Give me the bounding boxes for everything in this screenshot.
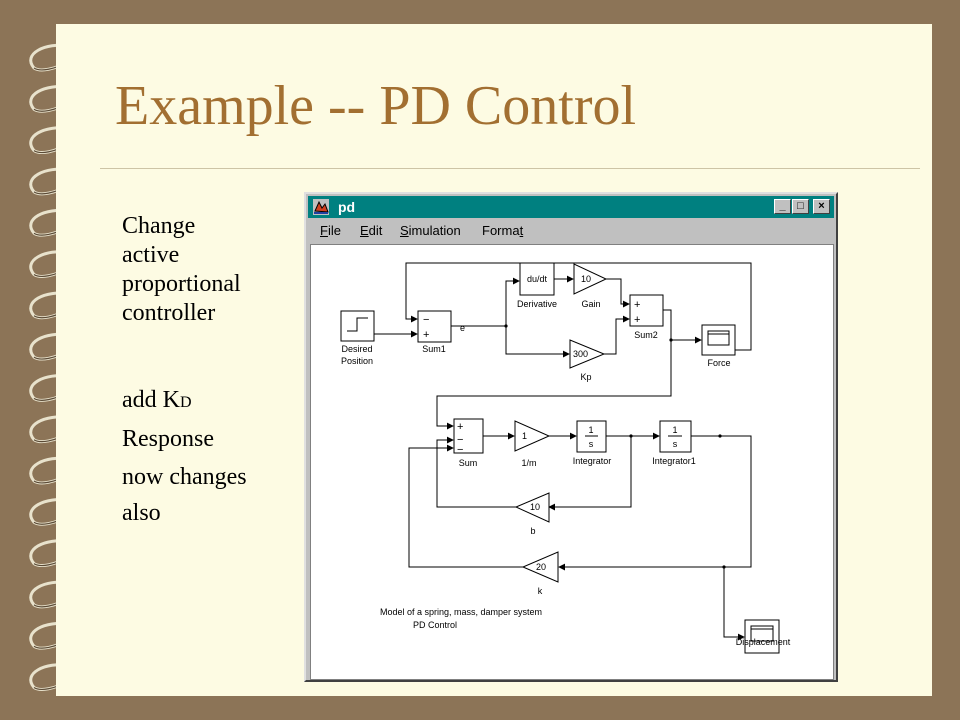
bullet-1-line-1: Change bbox=[122, 213, 196, 239]
kp-label: Kp bbox=[580, 372, 591, 382]
block-displacement-scope[interactable]: Displacement bbox=[736, 619, 791, 654]
bullet-1-line-2: active bbox=[122, 242, 180, 268]
wire-e-to-derivative bbox=[451, 277, 520, 327]
sum2-label: Sum2 bbox=[634, 330, 658, 340]
menu-file-mnemonic: F bbox=[320, 223, 328, 238]
maximize-button[interactable]: □ bbox=[792, 199, 809, 214]
wire-junction-velocity bbox=[629, 434, 633, 438]
bullet-2: add KD bbox=[122, 386, 192, 417]
signal-e-label: e bbox=[460, 323, 465, 333]
wire-feedback-to-sum1 bbox=[405, 262, 752, 351]
bullet-2-text: add K bbox=[122, 387, 180, 413]
window-titlebar[interactable]: pd _ □ × bbox=[308, 196, 834, 218]
desired-label-1: Desired bbox=[341, 344, 372, 354]
menu-simulation-mnemonic: S bbox=[400, 223, 409, 238]
block-sum2[interactable]: + + Sum2 bbox=[629, 294, 664, 340]
desired-label-2: Position bbox=[341, 356, 373, 366]
block-force-scope[interactable]: Force bbox=[701, 324, 736, 368]
wire-junction-e bbox=[504, 324, 508, 328]
slide-title: Example -- PD Control bbox=[115, 75, 637, 137]
derivative-label: Derivative bbox=[517, 299, 557, 309]
minimize-button[interactable]: _ bbox=[774, 199, 791, 214]
block-integrator[interactable]: 1 s Integrator bbox=[573, 420, 612, 466]
wire-b-to-sum bbox=[436, 436, 516, 508]
sum1-sign-minus: − bbox=[423, 314, 429, 326]
block-sum1[interactable]: − + Sum1 e bbox=[417, 310, 465, 354]
sum1-sign-plus: + bbox=[423, 329, 429, 341]
menu-file[interactable]: File bbox=[320, 223, 341, 239]
menu-edit-mnemonic: E bbox=[360, 223, 369, 238]
damping-b-value: 10 bbox=[530, 502, 540, 512]
window-title: pd bbox=[338, 199, 356, 215]
wire-to-displacement bbox=[723, 567, 745, 641]
derivative-text: du/dt bbox=[527, 274, 548, 284]
block-kp[interactable]: 300 Kp bbox=[569, 339, 606, 382]
wire-sum2-to-force bbox=[663, 309, 702, 344]
block-spring-k[interactable]: 20 k bbox=[521, 551, 559, 596]
wire-kp-to-sum2 bbox=[604, 315, 630, 355]
inverse-mass-label: 1/m bbox=[521, 458, 536, 468]
block-damping-b[interactable]: 10 b bbox=[514, 492, 550, 536]
sum-sign-1: + bbox=[457, 421, 463, 433]
menu-simulation[interactable]: Simulation bbox=[400, 223, 461, 239]
bullet-2-subscript: D bbox=[179, 394, 192, 411]
bullet-3-line-2: now changes bbox=[122, 464, 247, 490]
spring-k-label: k bbox=[538, 586, 543, 596]
kp-value: 300 bbox=[573, 349, 588, 359]
integrator-den: s bbox=[589, 439, 594, 449]
wire-sum2-to-sum bbox=[436, 340, 672, 430]
bullet-3-line-1: Response bbox=[122, 426, 214, 452]
sum2-sign-2: + bbox=[634, 314, 640, 326]
block-derivative[interactable]: du/dt Derivative bbox=[517, 262, 557, 309]
bullet-1-line-3: proportional bbox=[122, 271, 241, 297]
simulink-app-icon[interactable] bbox=[313, 199, 329, 215]
integrator-label: Integrator bbox=[573, 456, 612, 466]
menu-simulation-rest: imulation bbox=[408, 223, 461, 238]
menu-format[interactable]: Format bbox=[482, 223, 523, 239]
model-annotation-line-2: PD Control bbox=[413, 620, 457, 630]
damping-b-label: b bbox=[530, 526, 535, 536]
block-desired-position[interactable]: Desired Position bbox=[340, 310, 375, 366]
menu-bar: File Edit Simulation Format bbox=[308, 221, 834, 241]
wire-k-to-sum bbox=[408, 444, 523, 568]
integrator-num: 1 bbox=[588, 425, 593, 435]
sum-label: Sum bbox=[459, 458, 478, 468]
wire-junction-position bbox=[718, 434, 722, 438]
gain-value: 10 bbox=[581, 274, 591, 284]
wire-junction-displacement bbox=[722, 565, 726, 569]
force-label: Force bbox=[707, 358, 730, 368]
block-integrator1[interactable]: 1 s Integrator1 bbox=[652, 420, 696, 466]
block-diagram: .w { fill:none; stroke:#000; stroke-widt… bbox=[340, 262, 791, 654]
menu-format-pre: Forma bbox=[482, 223, 520, 238]
sum2-sign-1: + bbox=[634, 299, 640, 311]
integrator1-num: 1 bbox=[672, 425, 677, 435]
simulink-window: pd _ □ × File Edit Simulation Format .w … bbox=[304, 192, 838, 682]
model-annotation-line-1: Model of a spring, mass, damper system bbox=[380, 607, 542, 617]
gain-label: Gain bbox=[581, 299, 600, 309]
displacement-label: Displacement bbox=[736, 637, 791, 647]
block-gain[interactable]: 10 Gain bbox=[573, 263, 608, 309]
model-canvas[interactable]: .w { fill:none; stroke:#000; stroke-widt… bbox=[310, 244, 834, 680]
integrator1-den: s bbox=[673, 439, 678, 449]
wire-e-to-kp bbox=[505, 326, 570, 358]
sum-sign-2: − bbox=[457, 434, 463, 446]
block-sum[interactable]: + − − Sum bbox=[453, 418, 484, 468]
title-divider bbox=[100, 168, 920, 169]
menu-file-rest: ile bbox=[327, 223, 341, 238]
menu-edit-rest: dit bbox=[368, 223, 383, 238]
close-button[interactable]: × bbox=[813, 199, 830, 214]
menu-format-mnemonic: t bbox=[519, 223, 524, 238]
spring-k-value: 20 bbox=[536, 562, 546, 572]
wire-velocity-to-b bbox=[548, 436, 632, 511]
bullet-3-line-3: also bbox=[122, 500, 161, 526]
wire-junction-force bbox=[669, 338, 673, 342]
inverse-mass-value: 1 bbox=[522, 431, 527, 441]
sum1-label: Sum1 bbox=[422, 344, 446, 354]
block-inverse-mass[interactable]: 1 1/m bbox=[514, 420, 551, 468]
integrator1-label: Integrator1 bbox=[652, 456, 696, 466]
wire-gain-to-sum2 bbox=[606, 278, 630, 308]
sum-sign-3: − bbox=[457, 444, 463, 456]
bullet-1-line-4: controller bbox=[122, 300, 216, 326]
menu-edit[interactable]: Edit bbox=[360, 223, 382, 239]
